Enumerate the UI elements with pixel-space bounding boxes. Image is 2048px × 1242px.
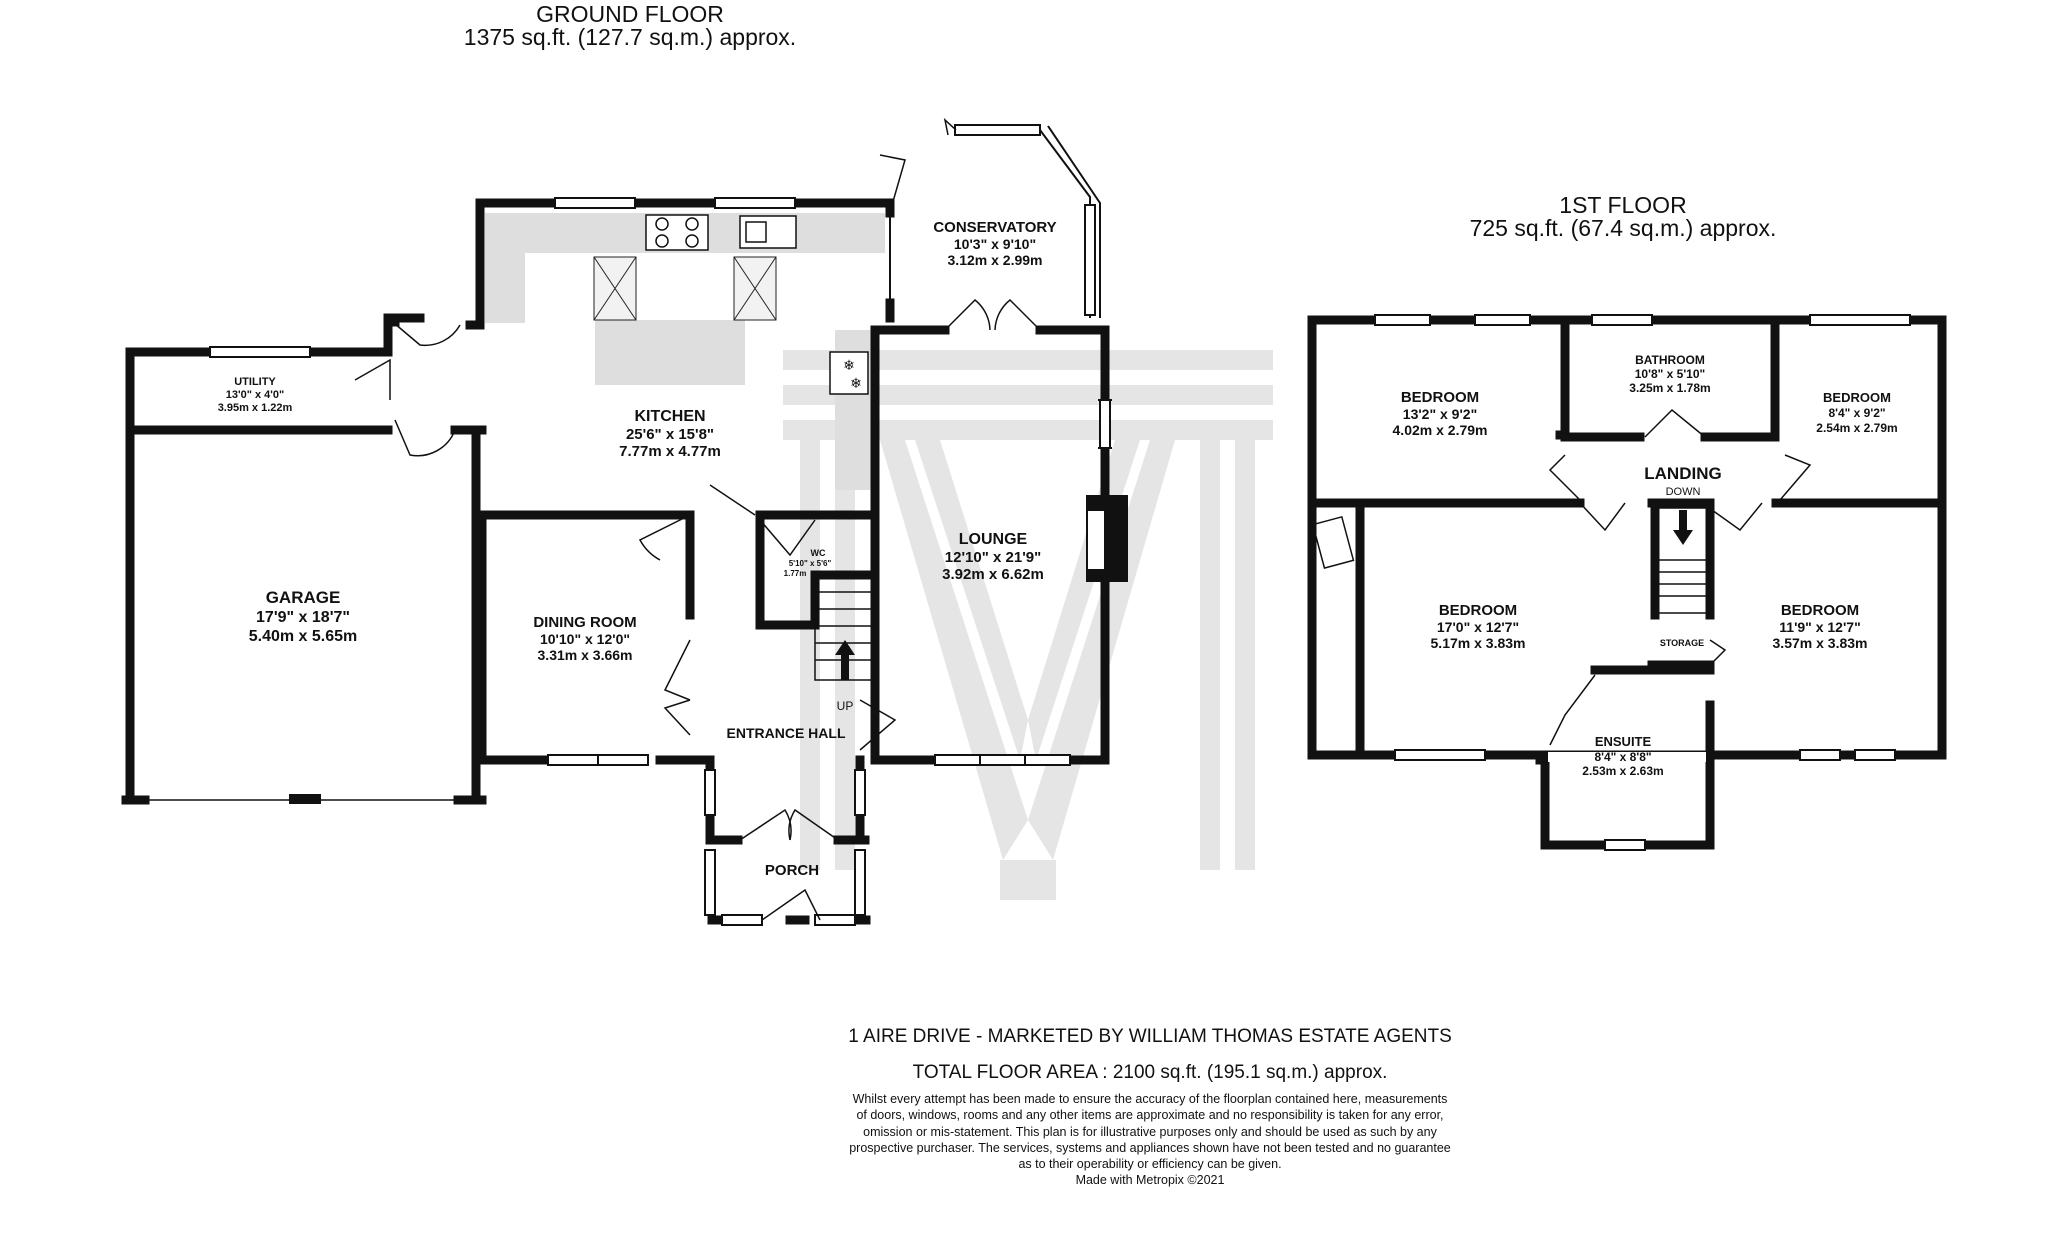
bedroom-sw-metric: 5.17m x 3.83m — [1431, 635, 1526, 651]
ground-floor-windows — [209, 124, 1111, 926]
storage-name: STORAGE — [1660, 638, 1704, 648]
disclaimer-line: of doors, windows, rooms and any other i… — [856, 1108, 1444, 1123]
lounge-imperial: 12'10" x 21'9" — [945, 549, 1041, 566]
bathroom-metric: 3.25m x 1.78m — [1629, 381, 1710, 395]
total-floor-area: TOTAL FLOOR AREA : 2100 sq.ft. (195.1 sq… — [912, 1062, 1388, 1083]
first-floor-area: 725 sq.ft. (67.4 sq.m.) approx. — [1470, 215, 1777, 241]
landing-name: LANDING — [1644, 464, 1721, 483]
disclaimer-line: Whilst every attempt has been made to en… — [852, 1092, 1448, 1106]
ensuite-metric: 2.53m x 2.63m — [1582, 764, 1663, 778]
utility-imperial: 13'0" x 4'0" — [226, 389, 284, 401]
ground-floor-area: 1375 sq.ft. (127.7 sq.m.) approx. — [464, 24, 796, 50]
bedroom-ne-metric: 2.54m x 2.79m — [1816, 421, 1897, 435]
wardrobe — [1311, 515, 1361, 745]
wc-metric: 1.77m — [784, 569, 807, 578]
kitchen-imperial: 25'6" x 15'8" — [626, 426, 714, 443]
bedroom-se-name: BEDROOM — [1781, 602, 1859, 619]
dining-metric: 3.31m x 3.66m — [538, 647, 633, 663]
conservatory-metric: 3.12m x 2.99m — [948, 252, 1043, 268]
bedroom-nw-name: BEDROOM — [1401, 389, 1479, 406]
lounge-name: LOUNGE — [959, 531, 1028, 548]
stair-up-arrow-icon — [835, 640, 855, 680]
kitchen-skylights — [593, 256, 777, 321]
dining-imperial: 10'10" x 12'0" — [540, 631, 630, 647]
svg-text:❄: ❄ — [850, 375, 862, 391]
bathroom-name: BATHROOM — [1635, 353, 1705, 367]
lounge-metric: 3.92m x 6.62m — [942, 566, 1044, 583]
bedroom-ne-name: BEDROOM — [1823, 390, 1891, 405]
stair-down-arrow-icon — [1673, 510, 1693, 545]
ensuite-notch-mask — [1548, 752, 1706, 762]
ensuite-name: ENSUITE — [1595, 734, 1652, 749]
bedroom-ne-imperial: 8'4" x 9'2" — [1828, 406, 1885, 420]
conservatory-name: CONSERVATORY — [933, 219, 1056, 236]
first-floor-windows — [1374, 314, 1911, 851]
entrance-hall-name: ENTRANCE HALL — [727, 725, 846, 741]
first-floor-doors — [1548, 408, 1812, 746]
bedroom-sw-imperial: 17'0" x 12'7" — [1437, 619, 1519, 635]
garage-name: GARAGE — [266, 588, 341, 607]
bedroom-nw-imperial: 13'2" x 9'2" — [1403, 406, 1477, 422]
bedroom-nw-metric: 4.02m x 2.79m — [1393, 422, 1488, 438]
made-with: Made with Metropix ©2021 — [1075, 1173, 1225, 1188]
ground-floor-title: GROUND FLOOR — [536, 1, 724, 27]
wc-imperial: 5'10" x 5'6" — [789, 559, 832, 568]
disclaimer: Whilst every attempt has been made to en… — [790, 1091, 1510, 1189]
disclaimer-line: prospective purchaser. The services, sys… — [849, 1140, 1451, 1155]
bathroom-imperial: 10'8" x 5'10" — [1635, 367, 1705, 381]
property-title: 1 AIRE DRIVE - MARKETED BY WILLIAM THOMA… — [848, 1026, 1452, 1047]
garage-imperial: 17'9" x 18'7" — [256, 609, 350, 626]
first-floor-labels: BEDROOM 13'2" x 9'2" 4.02m x 2.79m BATHR… — [1393, 353, 1898, 778]
wc-name: WC — [811, 548, 826, 558]
disclaimer-line: omission or mis-statement. This plan is … — [863, 1124, 1437, 1139]
stair-up-label: UP — [837, 699, 854, 713]
kitchen-sink-hob — [645, 214, 797, 251]
stair-down-label: DOWN — [1666, 486, 1701, 498]
kitchen-name: KITCHEN — [634, 408, 705, 425]
first-floor-stairs — [1654, 507, 1711, 614]
kitchen-metric: 7.77m x 4.77m — [619, 443, 721, 460]
ensuite-imperial: 8'4" x 8'8" — [1594, 750, 1651, 764]
bedroom-se-imperial: 11'9" x 12'7" — [1779, 619, 1860, 635]
fridge-freezer: ❄ ❄ — [829, 351, 869, 395]
conservatory-imperial: 10'3" x 9'10" — [954, 236, 1036, 252]
utility-metric: 3.95m x 1.22m — [218, 402, 293, 414]
disclaimer-line: as to their operability or efficiency ca… — [1018, 1157, 1282, 1172]
bedroom-sw-name: BEDROOM — [1439, 602, 1517, 619]
first-floor-title: 1ST FLOOR — [1559, 192, 1686, 218]
ground-floor-labels: CONSERVATORY 10'3" x 9'10" 3.12m x 2.99m… — [218, 219, 1057, 879]
ground-floor-doors — [354, 117, 1041, 921]
bedroom-se-metric: 3.57m x 3.83m — [1773, 635, 1868, 651]
svg-text:❄: ❄ — [843, 357, 855, 373]
utility-name: UTILITY — [234, 376, 276, 388]
garage-metric: 5.40m x 5.65m — [249, 628, 358, 645]
dining-name: DINING ROOM — [533, 614, 636, 631]
porch-name: PORCH — [765, 862, 819, 879]
